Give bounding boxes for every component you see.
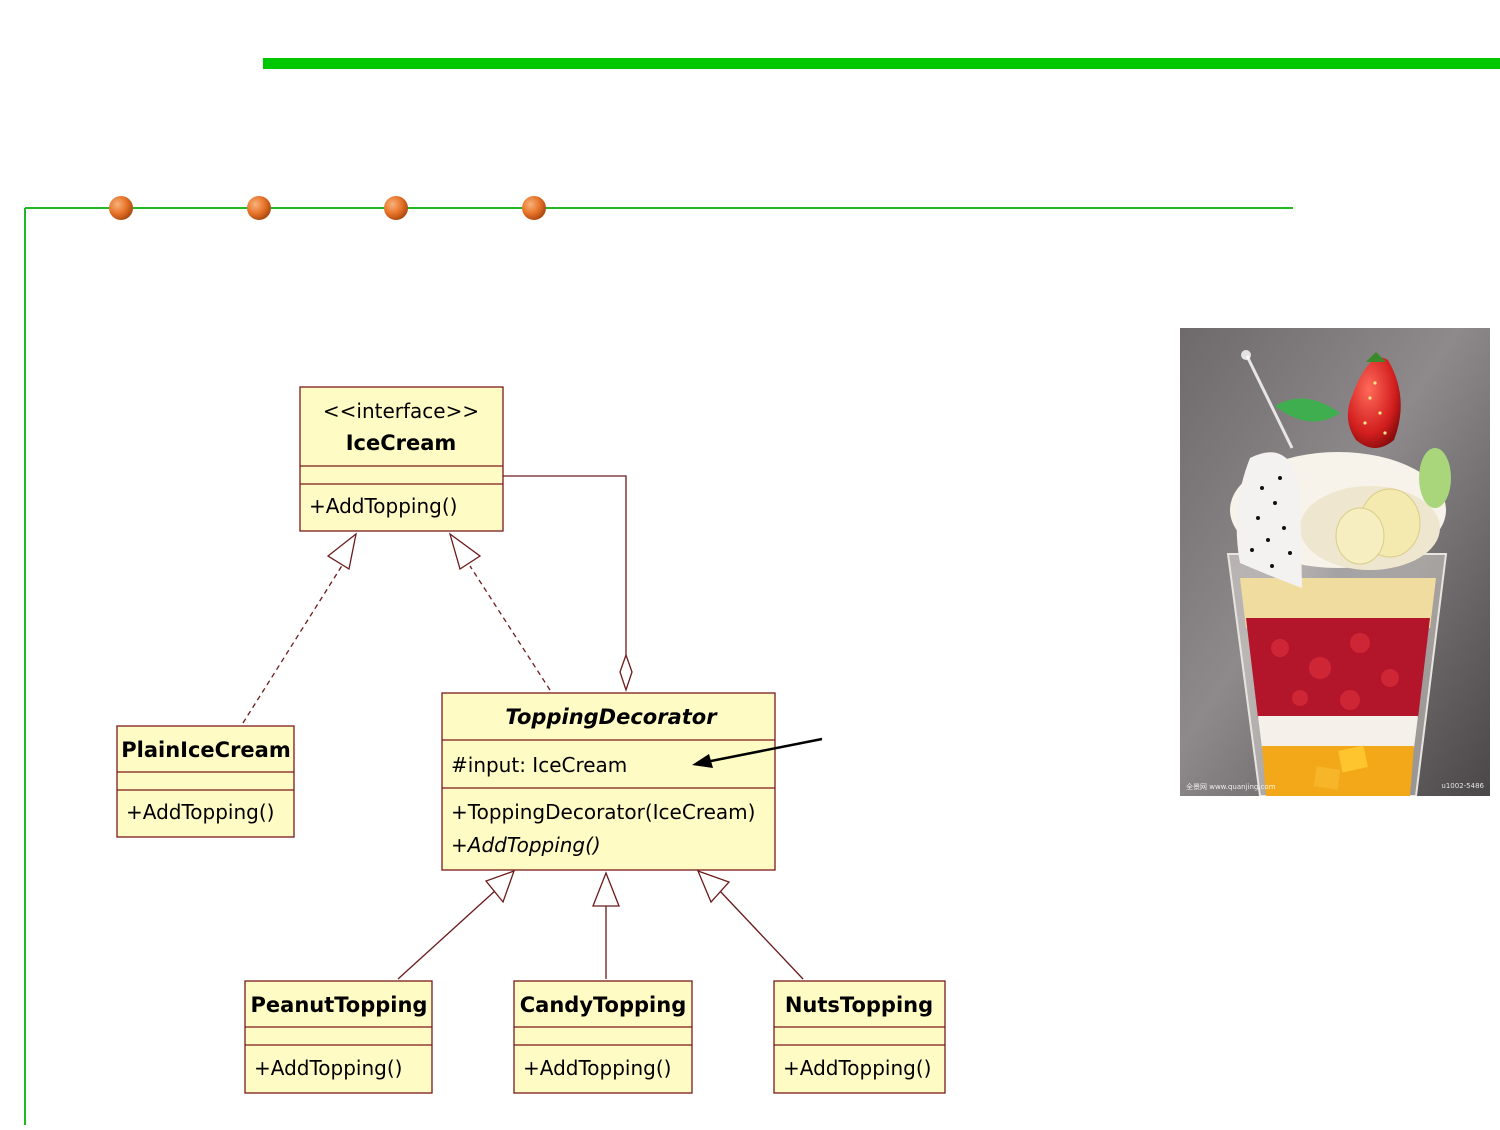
watermark-left: 全景网 www.quanjing.com: [1186, 783, 1276, 791]
icecream-stereotype: <<interface>>: [323, 399, 479, 423]
photo-watermark: 全景网 www.quanjing.com u1002-5486: [1186, 782, 1484, 792]
annotation-arrow: [692, 737, 823, 768]
plain-name: PlainIceCream: [121, 738, 290, 762]
mint-leaf: [1275, 398, 1340, 422]
spoon: [1245, 355, 1294, 449]
peanut-operation: +AddTopping(): [254, 1056, 402, 1080]
realization-arrowhead-plain: [326, 532, 357, 571]
decorator-name: ToppingDecorator: [505, 705, 718, 729]
realization-decorator-icecream: [469, 565, 551, 691]
generalization-peanut: [397, 889, 497, 980]
top-accent-bar: [263, 58, 1500, 69]
class-plainicecream: PlainIceCream +AddTopping(): [116, 725, 295, 838]
uml-relations: [242, 475, 804, 980]
nuts-operation: +AddTopping(): [783, 1056, 931, 1080]
berry-layer: [1246, 618, 1430, 718]
decorator-attribute: #input: IceCream: [451, 753, 627, 777]
icecream-photo: 全景网 www.quanjing.com u1002-5486: [1180, 328, 1490, 796]
parfait-illustration: [1180, 328, 1490, 796]
aggregation-line: [503, 475, 627, 655]
bullet-dot-2: [247, 196, 271, 220]
nuts-name: NutsTopping: [785, 993, 933, 1017]
class-candytopping: CandyTopping +AddTopping(): [513, 980, 693, 1094]
generalization-arrowhead-candy: [592, 871, 620, 907]
realization-plain-icecream: [242, 563, 344, 724]
bullet-dot-1: [109, 196, 133, 220]
peanut-name: PeanutTopping: [251, 993, 428, 1017]
class-toppingdecorator: ToppingDecorator #input: IceCream +Toppi…: [441, 692, 776, 871]
decorator-constructor: +ToppingDecorator(IceCream): [451, 800, 755, 824]
dragon-fruit: [1236, 452, 1302, 588]
class-nutstopping: NutsTopping +AddTopping(): [773, 980, 946, 1094]
decorator-abstract-operation: +AddTopping(): [451, 833, 601, 857]
icecream-name: IceCream: [346, 431, 457, 455]
class-icecream: <<interface>> IceCream +AddTopping(): [299, 386, 504, 532]
plain-operation: +AddTopping(): [126, 800, 274, 824]
candy-name: CandyTopping: [520, 993, 686, 1017]
watermark-right: u1002-5486: [1441, 782, 1484, 790]
class-peanuttopping: PeanutTopping +AddTopping(): [244, 980, 433, 1094]
strawberry: [1347, 357, 1401, 448]
bullet-dot-4: [522, 196, 546, 220]
generalization-arrowhead-peanut: [484, 869, 516, 904]
aggregation-diamond: [619, 653, 633, 693]
yogurt-layer: [1258, 716, 1418, 748]
cream-layer: [1240, 578, 1436, 628]
realization-arrowhead-decorator: [448, 532, 482, 571]
icecream-operation: +AddTopping(): [309, 494, 457, 518]
candy-operation: +AddTopping(): [523, 1056, 671, 1080]
generalization-nuts: [718, 889, 804, 980]
bullet-dot-3: [384, 196, 408, 220]
generalization-arrowhead-nuts: [696, 869, 731, 904]
